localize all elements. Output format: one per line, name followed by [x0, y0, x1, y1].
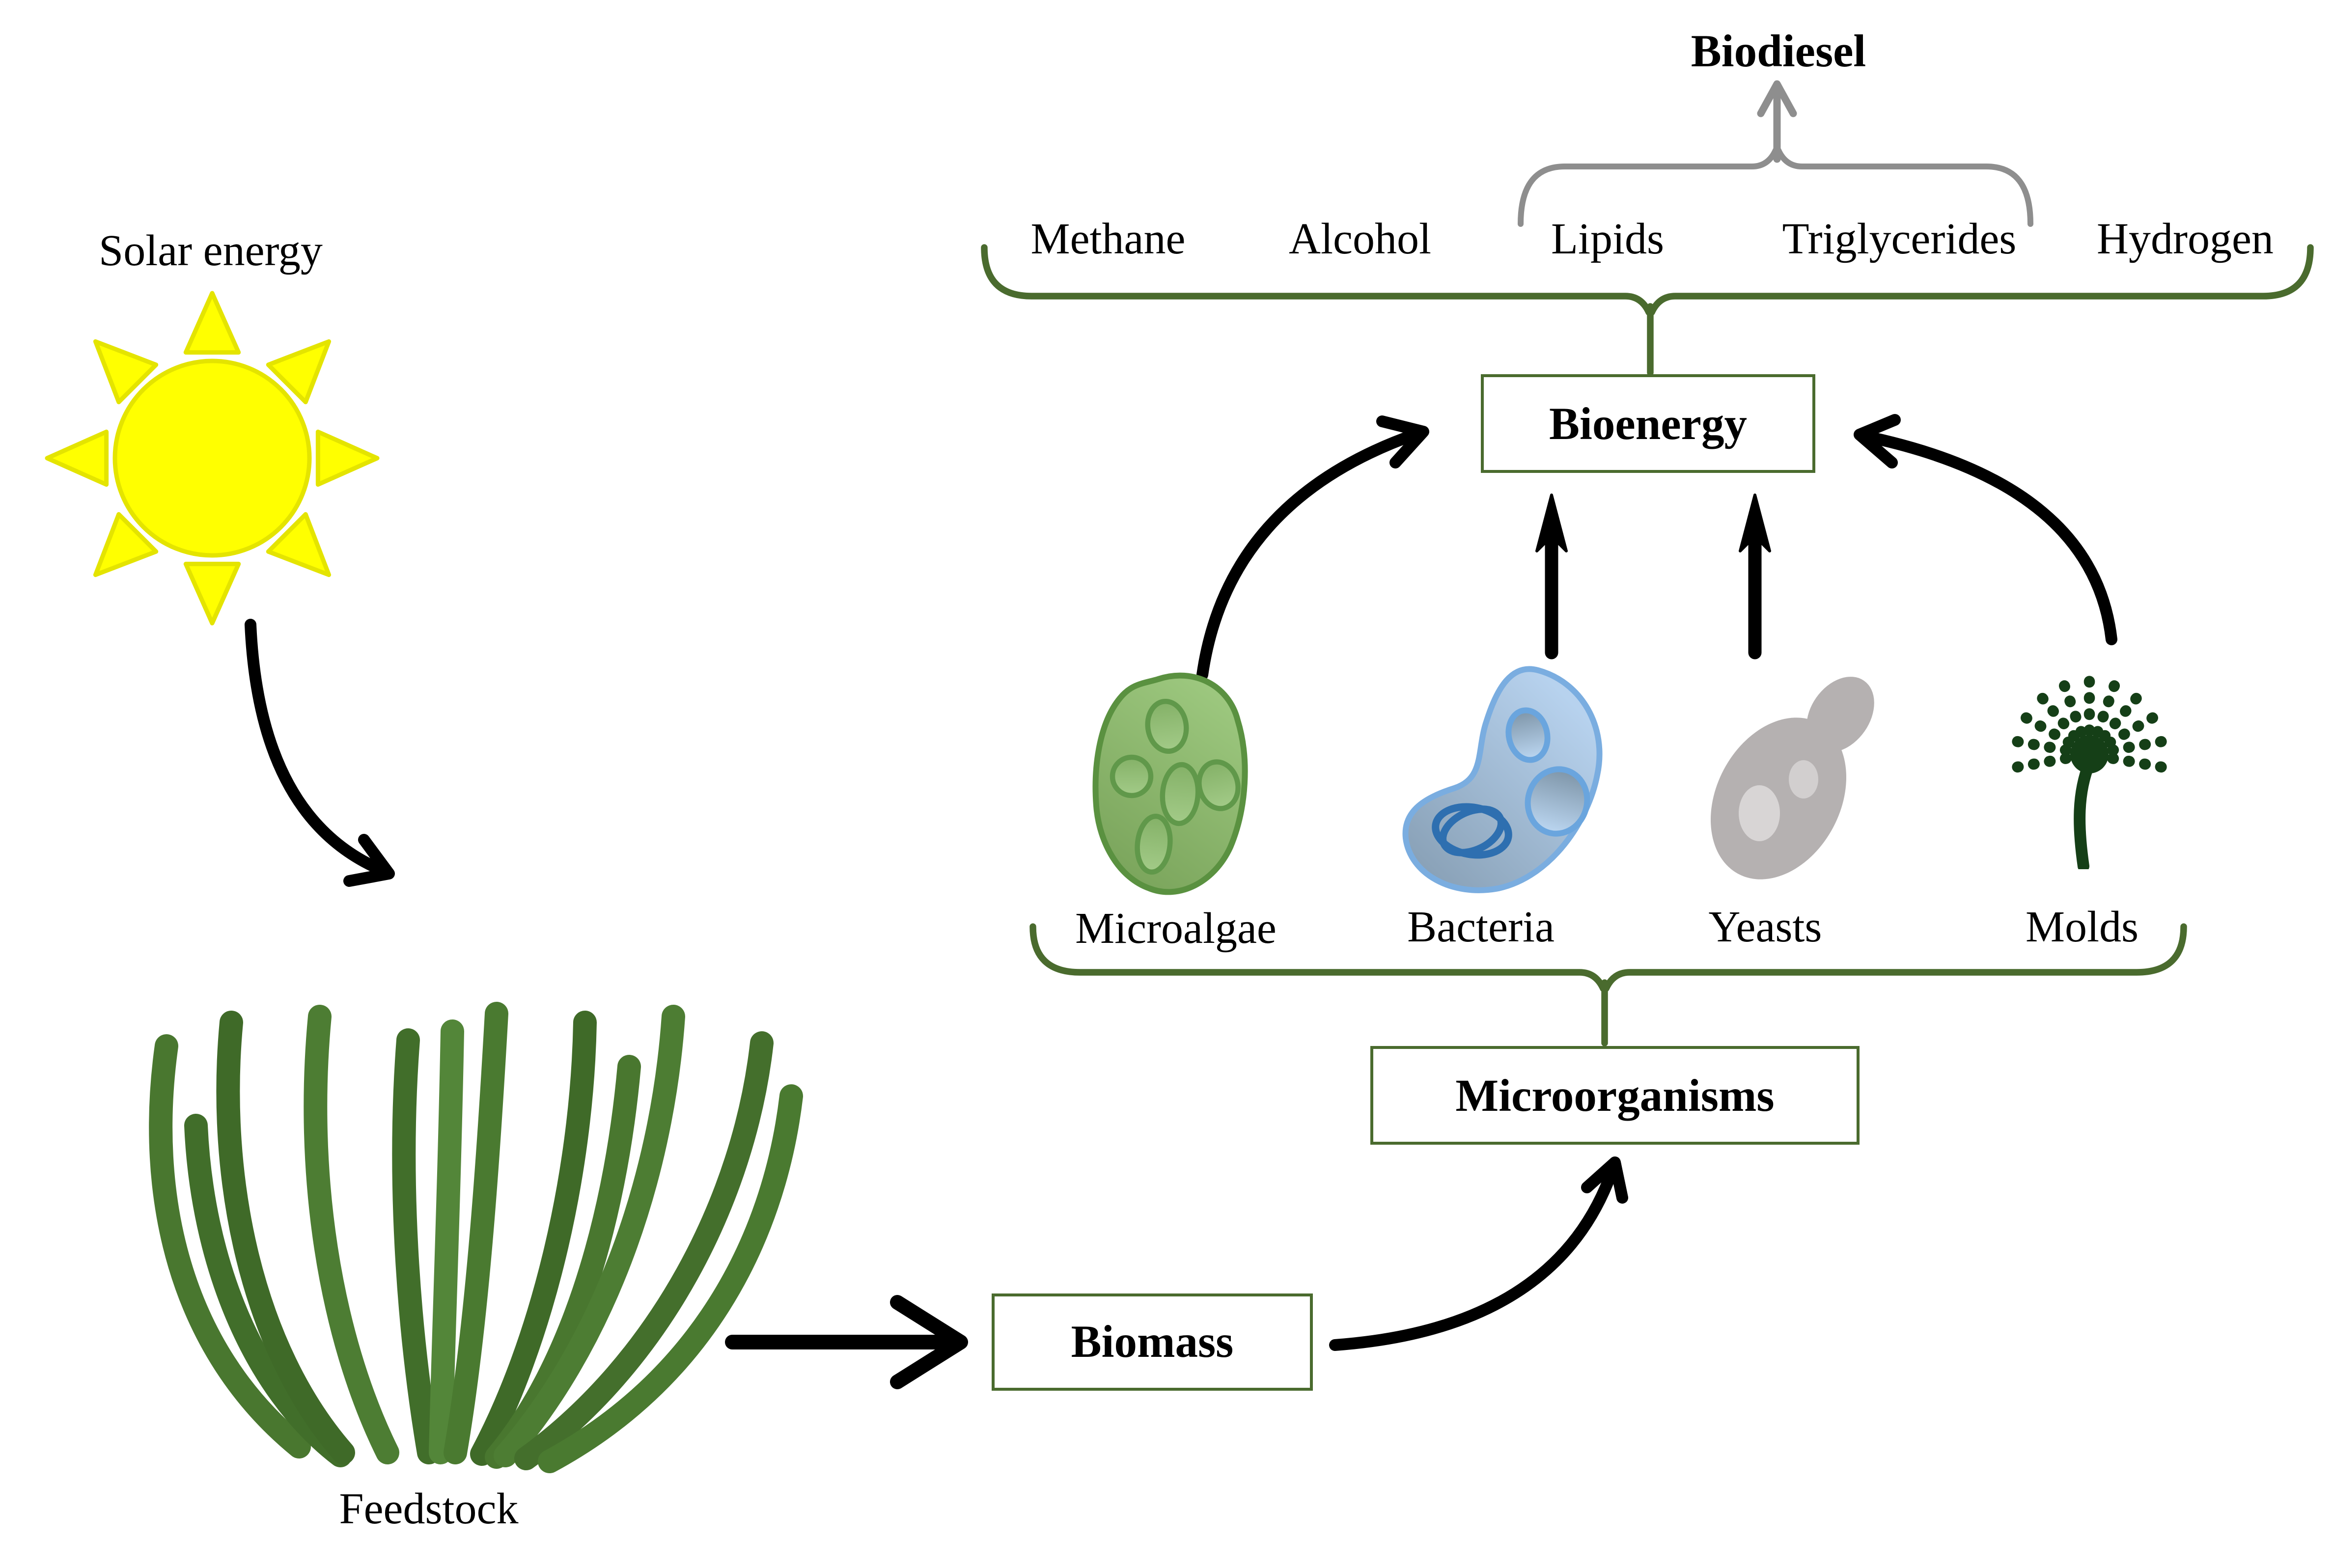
arrow-biomass-to-microorganisms	[1329, 1156, 1628, 1351]
arrow-molds-to-bioenergy	[1854, 414, 2117, 645]
organism-label-molds: Molds	[2025, 903, 2139, 952]
sun-icon	[45, 291, 380, 626]
biodiesel-label: Biodiesel	[1691, 25, 1866, 77]
yeast-icon	[1710, 677, 1874, 880]
brace-lipids-triglycerides	[1518, 147, 2033, 227]
organism-label-bacteria: Bacteria	[1407, 903, 1555, 952]
product-label-lipids: Lipids	[1551, 215, 1665, 264]
arrow-yeasts-to-bioenergy	[1739, 494, 1771, 660]
mold-icon	[2005, 669, 2173, 869]
feedstock-label: Feedstock	[339, 1485, 519, 1534]
bacteria-icon	[1402, 666, 1603, 893]
plasmid-icon	[1432, 803, 1512, 859]
brace-products-to-bioenergy	[981, 244, 2314, 376]
bioenergy-box: Bioenergy	[1481, 374, 1815, 473]
grass-icon	[149, 1002, 803, 1473]
brace-organisms-to-microorganisms	[1029, 923, 2187, 1046]
microalgae-icon	[1092, 672, 1248, 895]
organism-label-yeasts: Yeasts	[1708, 903, 1822, 952]
product-label-alcohol: Alcohol	[1289, 215, 1431, 264]
arrow-microalgae-to-bioenergy	[1196, 415, 1429, 681]
arrow-bacteria-to-bioenergy	[1535, 494, 1568, 660]
organism-label-microalgae: Microalgae	[1075, 905, 1277, 953]
solar-energy-label: Solar energy	[99, 227, 323, 275]
biomass-box: Biomass	[992, 1293, 1313, 1391]
arrow-to-biodiesel	[1757, 80, 1797, 163]
product-label-methane: Methane	[1030, 215, 1186, 264]
arrow-sun-to-feedstock	[245, 619, 395, 887]
product-label-hydrogen: Hydrogen	[2097, 215, 2274, 264]
microorganisms-box: Microorganisms	[1370, 1046, 1860, 1145]
arrow-feedstock-to-biomass	[725, 1295, 968, 1389]
product-label-triglycerides: Triglycerides	[1782, 215, 2017, 264]
